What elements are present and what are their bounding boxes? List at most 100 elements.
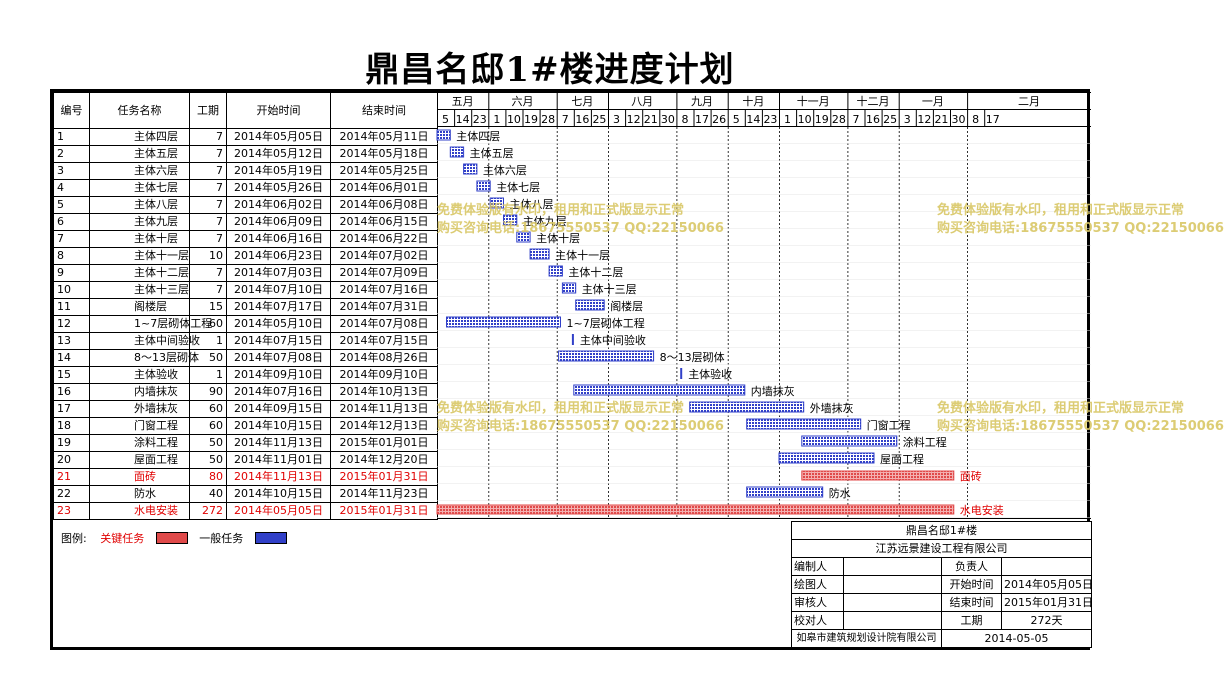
task-duration: 50	[189, 451, 227, 469]
tick-label: 21	[644, 113, 658, 126]
task-duration: 7	[189, 162, 227, 180]
task-start: 2014年06月02日	[226, 196, 331, 214]
task-bar	[503, 214, 518, 226]
tick-label: 7	[852, 113, 859, 126]
task-name: 主体八层	[89, 196, 190, 214]
task-no: 3	[53, 162, 90, 180]
milestone-bar	[571, 334, 574, 345]
tick-label: 26	[712, 113, 726, 126]
info-project: 鼎昌名邸1#楼	[790, 521, 1093, 540]
task-start: 2014年05月12日	[226, 145, 331, 163]
task-no: 1	[53, 128, 90, 146]
task-duration: 7	[189, 179, 227, 197]
bar-label: 主体五层	[470, 146, 514, 160]
task-start: 2014年11月13日	[226, 434, 331, 452]
bar-label: 防水	[829, 486, 851, 500]
month-label: 一月	[922, 95, 944, 108]
task-duration: 15	[189, 298, 227, 316]
tick-label: 16	[575, 113, 589, 126]
header-start: 开始时间	[226, 92, 331, 129]
task-name: 主体六层	[89, 162, 190, 180]
tick-label: 10	[507, 113, 521, 126]
task-start: 2014年10月15日	[226, 485, 331, 503]
task-bar	[561, 282, 577, 294]
task-bar	[558, 350, 655, 362]
task-end: 2015年01月01日	[330, 434, 438, 452]
info-end-value: 2015年01月31日	[1000, 593, 1093, 612]
task-bar	[575, 299, 605, 311]
task-start: 2014年07月17日	[226, 298, 331, 316]
info-company: 江苏远景建设工程有限公司	[790, 539, 1093, 558]
month-label: 七月	[571, 95, 593, 108]
task-start: 2014年07月10日	[226, 281, 331, 299]
bar-label: 主体验收	[688, 367, 732, 381]
table-header: 编号 任务名称 工期 开始时间 结束时间	[53, 92, 438, 129]
task-no: 14	[53, 349, 90, 367]
task-name: 主体五层	[89, 145, 190, 163]
tick-label: 25	[883, 113, 897, 126]
tick-label: 12	[917, 113, 931, 126]
tick-label: 17	[986, 113, 1000, 126]
month-label: 九月	[691, 95, 713, 108]
bar-label: 阁楼层	[610, 299, 643, 313]
tick-label: 28	[832, 113, 846, 126]
tick-label: 3	[613, 113, 620, 126]
info-compiler-label: 编制人	[791, 557, 844, 576]
header-end: 结束时间	[330, 92, 438, 129]
task-no: 23	[53, 502, 90, 520]
task-start: 2014年07月16日	[226, 383, 331, 401]
task-name: 主体九层	[89, 213, 190, 231]
task-start: 2014年05月26日	[226, 179, 331, 197]
task-no: 18	[53, 417, 90, 435]
bar-label: 面砖	[960, 469, 982, 483]
watermark-line2: 购买咨询电话:18675550537 QQ:22150066	[937, 419, 1224, 434]
task-start: 2014年09月15日	[226, 400, 331, 418]
task-duration: 272	[189, 502, 227, 520]
watermark-line2: 购买咨询电话:18675550537 QQ:22150066	[437, 419, 724, 434]
bar-label: 主体十层	[536, 231, 580, 245]
task-end: 2014年06月01日	[330, 179, 438, 197]
task-end: 2014年07月08日	[330, 315, 438, 333]
legend: 图例: 关键任务 一般任务	[61, 530, 295, 546]
info-start-value: 2014年05月05日	[1000, 575, 1093, 594]
task-end: 2014年09月10日	[330, 366, 438, 384]
task-name: 防水	[89, 485, 190, 503]
task-start: 2014年06月16日	[226, 230, 331, 248]
header-no: 编号	[53, 92, 90, 129]
legend-critical-label: 关键任务	[100, 532, 145, 545]
bar-label: 门窗工程	[867, 418, 911, 432]
info-compiler-value	[843, 557, 942, 576]
critical-task-bar	[436, 504, 955, 515]
task-no: 2	[53, 145, 90, 163]
bar-label: 主体八层	[510, 197, 554, 211]
task-start: 2014年09月10日	[226, 366, 331, 384]
task-no: 19	[53, 434, 90, 452]
task-bar	[489, 197, 505, 209]
watermark-right-bottom: 免费体验版有水印，租用和正式版显示正常 购买咨询电话:18675550537 Q…	[937, 400, 1224, 436]
bar-label: 涂料工程	[903, 435, 947, 449]
info-drafter-value	[843, 575, 942, 594]
task-bar	[801, 435, 898, 447]
month-label: 十月	[742, 94, 764, 108]
task-name: 主体十二层	[89, 264, 190, 282]
task-duration: 7	[189, 128, 227, 146]
task-bar	[463, 163, 478, 175]
task-no: 11	[53, 298, 90, 316]
watermark-line1: 免费体验版有水印，租用和正式版显示正常	[437, 401, 685, 416]
info-checker-label: 校对人	[791, 611, 844, 630]
header-name: 任务名称	[89, 92, 190, 129]
watermark-line2: 购买咨询电话:18675550537 QQ:22150066	[937, 221, 1224, 236]
task-no: 6	[53, 213, 90, 231]
month-label: 二月	[1018, 95, 1040, 108]
task-duration: 50	[189, 434, 227, 452]
info-period-value: 272天	[1000, 611, 1093, 630]
watermark-line1: 免费体验版有水印，租用和正式版显示正常	[937, 401, 1185, 416]
task-duration: 60	[189, 417, 227, 435]
